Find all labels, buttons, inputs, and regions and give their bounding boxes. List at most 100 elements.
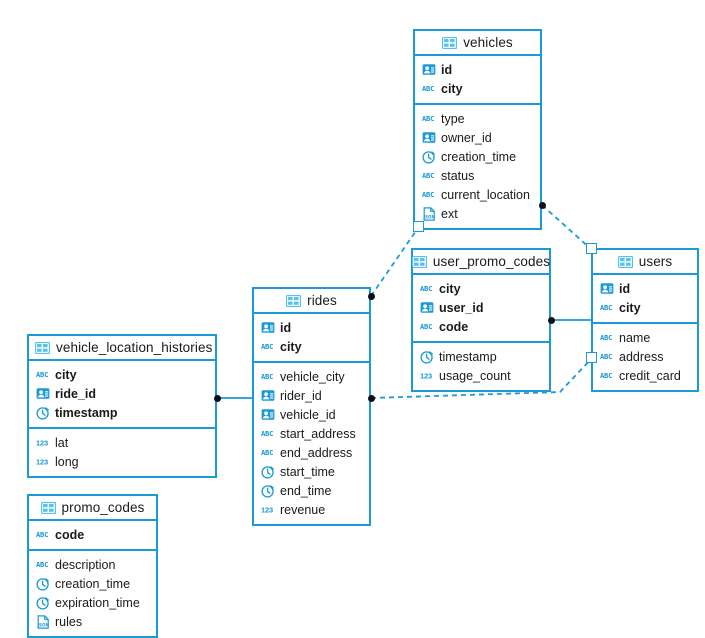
field-row-user_id[interactable]: user_id [413,298,549,317]
uuid-icon [600,282,614,295]
field-name: description [55,557,116,572]
uuid-icon [422,131,436,144]
svg-text:ABC: ABC [422,84,434,93]
field-row-id[interactable]: id [593,279,697,298]
string-icon: ABC [36,528,50,541]
field-row-start_time[interactable]: start_time [254,462,369,481]
svg-text:ABC: ABC [420,322,432,331]
svg-text:ABC: ABC [600,333,612,342]
relationship-source-dot-vehicles-users [539,202,546,209]
field-name: current_location [441,187,530,202]
json-icon: JSON [422,206,436,221]
field-row-status[interactable]: ABC status [415,166,540,185]
field-row-credit_card[interactable]: ABC credit_card [593,366,697,385]
table-title: users [638,254,673,269]
field-row-id[interactable]: id [254,318,369,337]
field-name: end_time [280,483,332,498]
field-row-expiration_time[interactable]: expiration_time [29,593,156,612]
table-header-user_promo_codes[interactable]: user_promo_codes [411,250,550,275]
field-name: city [280,339,302,354]
field-row-vehicle_id[interactable]: vehicle_id [254,405,369,424]
string-icon: ABC [600,301,614,314]
uuid-icon [36,387,50,400]
string-icon: ABC [420,282,434,295]
svg-text:ABC: ABC [422,114,434,123]
field-row-timestamp[interactable]: timestamp [413,347,549,366]
table-header-promo_codes[interactable]: promo_codes [29,496,156,521]
string-icon: ABC [600,350,614,363]
field-row-creation_time[interactable]: creation_time [415,147,540,166]
field-name: rider_id [280,388,322,403]
table-icon [617,255,633,268]
table-icon [35,341,50,354]
field-row-creation_time[interactable]: creation_time [29,574,156,593]
svg-text:ABC: ABC [422,190,434,199]
field-row-code[interactable]: ABC code [29,525,156,544]
table-title: vehicle_location_histories [56,340,213,355]
field-row-current_location[interactable]: ABC current_location [415,185,540,204]
svg-text:JSON: JSON [423,214,435,219]
field-row-ride_id[interactable]: ride_id [29,384,215,403]
field-row-city[interactable]: ABC city [413,279,549,298]
svg-text:JSON: JSON [37,622,49,627]
field-name: code [55,527,85,542]
table-icon [40,501,56,514]
field-row-timestamp[interactable]: timestamp [29,403,215,422]
field-row-owner_id[interactable]: owner_id [415,128,540,147]
svg-text:123: 123 [261,505,273,514]
json-icon: JSON [36,614,50,629]
table-header-vehicle_location_histories[interactable]: vehicle_location_histories [29,336,215,361]
field-row-city[interactable]: ABC city [254,337,369,356]
svg-text:ABC: ABC [600,303,612,312]
string-icon: ABC [600,369,614,382]
field-row-end_time[interactable]: end_time [254,481,369,500]
field-row-id[interactable]: id [415,60,540,79]
svg-text:ABC: ABC [600,352,612,361]
field-row-rider_id[interactable]: rider_id [254,386,369,405]
timestamp-icon [36,406,50,420]
timestamp-icon [36,577,50,591]
field-name: timestamp [439,349,497,364]
field-name: status [441,168,475,183]
field-name: credit_card [619,368,681,383]
field-name: city [439,281,461,296]
string-icon: ABC [422,188,436,201]
table-header-rides[interactable]: rides [254,289,369,314]
number-icon: 123 [420,369,434,382]
string-icon: ABC [422,169,436,182]
relationship-source-dot-upc-users [548,317,555,324]
field-name: vehicle_id [280,407,336,422]
table-header-users[interactable]: users [593,250,697,275]
relationship-target-marker-rides-vehicles [413,221,424,232]
timestamp-icon [261,465,275,479]
table-header-vehicles[interactable]: vehicles [415,31,540,56]
svg-text:ABC: ABC [261,342,273,351]
